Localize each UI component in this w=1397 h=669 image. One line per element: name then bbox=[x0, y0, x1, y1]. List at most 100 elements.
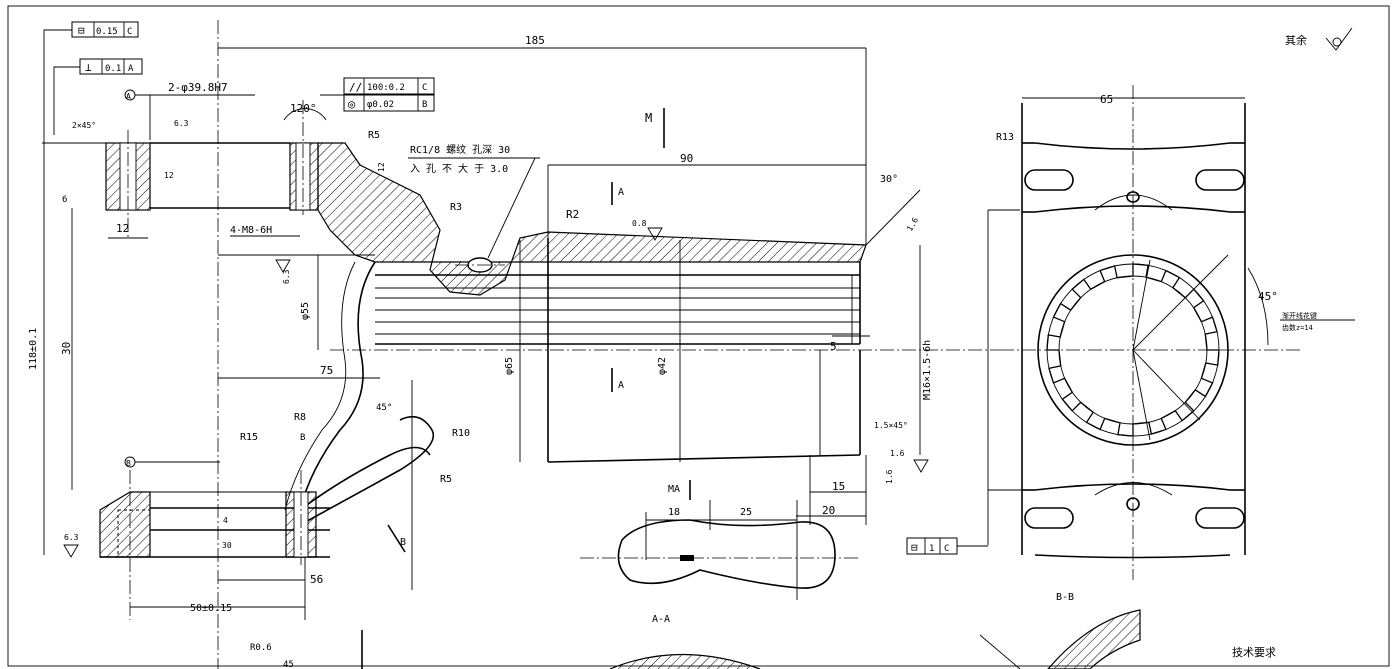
bottom-tolerance-frame: ⊟ 1 C bbox=[906, 537, 988, 555]
svg-text:R15: R15 bbox=[240, 432, 258, 443]
surface-finish-note: 其余 bbox=[1285, 27, 1353, 51]
svg-text:渐开线花键: 渐开线花键 bbox=[1282, 311, 1317, 320]
svg-text:6.3: 6.3 bbox=[174, 119, 189, 128]
svg-text:20: 20 bbox=[822, 504, 835, 517]
svg-text:R10: R10 bbox=[452, 428, 470, 439]
svg-text:100:0.2: 100:0.2 bbox=[367, 83, 405, 93]
section-ma: MA 18 25 bbox=[580, 480, 860, 600]
parallel-position-tolerance-frames: // 100:0.2 C ◎ φ0.02 B bbox=[320, 77, 435, 112]
svg-text:◎: ◎ bbox=[348, 97, 355, 111]
svg-text:30°: 30° bbox=[880, 174, 898, 185]
svg-text:18: 18 bbox=[668, 507, 680, 518]
svg-text:1.6: 1.6 bbox=[890, 449, 905, 458]
svg-text:φ65: φ65 bbox=[504, 357, 515, 375]
svg-text:1.6: 1.6 bbox=[885, 469, 894, 484]
lower-arm bbox=[299, 261, 376, 511]
svg-text:185: 185 bbox=[525, 34, 545, 47]
svg-text:6: 6 bbox=[62, 195, 67, 205]
technical-requirements: 技术要求 bbox=[1232, 646, 1276, 659]
svg-text:MA: MA bbox=[668, 484, 680, 495]
svg-text:2×45°: 2×45° bbox=[72, 121, 96, 130]
dimension-185: 185 bbox=[218, 34, 867, 245]
svg-text:15: 15 bbox=[832, 480, 845, 493]
svg-text:φ0.02: φ0.02 bbox=[367, 100, 394, 110]
svg-text:1.6: 1.6 bbox=[905, 216, 920, 233]
svg-text:90: 90 bbox=[680, 152, 693, 165]
section-a-bottom: A bbox=[618, 380, 624, 391]
svg-text:B: B bbox=[300, 433, 305, 443]
side-view: 65 R13 45° 渐开线花键 齿数z=14 bbox=[987, 85, 1355, 580]
svg-text:12: 12 bbox=[377, 162, 386, 172]
hole-callout: A 2-φ39.8H7 bbox=[124, 81, 255, 140]
svg-text:65: 65 bbox=[1100, 93, 1113, 106]
svg-text:12: 12 bbox=[116, 222, 129, 235]
svg-text:C: C bbox=[944, 544, 949, 554]
svg-text:φ42: φ42 bbox=[657, 357, 668, 375]
drawing-frame bbox=[7, 5, 1390, 667]
svg-text:56: 56 bbox=[310, 573, 323, 586]
spline-tooth-profile bbox=[1046, 263, 1220, 437]
svg-text:RC1/8 螺纹 孔深 30: RC1/8 螺纹 孔深 30 bbox=[410, 143, 510, 156]
svg-text:12: 12 bbox=[164, 171, 174, 180]
svg-text:50±0.15: 50±0.15 bbox=[190, 603, 232, 614]
svg-text:0.15: 0.15 bbox=[96, 27, 118, 37]
bottom-base: 4 30 B 6.3 bbox=[63, 456, 330, 620]
svg-text:B: B bbox=[422, 100, 427, 110]
svg-text:30: 30 bbox=[222, 541, 232, 550]
svg-text:1: 1 bbox=[929, 544, 934, 554]
dimension-90: 90 bbox=[547, 152, 866, 240]
svg-text:A: A bbox=[128, 64, 134, 74]
rc-note: RC1/8 螺纹 孔深 30 入 孔 不 大 于 3.0 bbox=[408, 143, 540, 273]
svg-text:R5: R5 bbox=[368, 130, 380, 141]
section-a-top: A bbox=[618, 187, 624, 198]
svg-text:5: 5 bbox=[830, 340, 837, 353]
svg-text:2-φ39.8H7: 2-φ39.8H7 bbox=[168, 81, 228, 94]
section-bb-label: B-B bbox=[1056, 592, 1074, 603]
spline-shaft: 5 bbox=[375, 238, 870, 463]
svg-text:4: 4 bbox=[223, 516, 228, 525]
svg-text:R8: R8 bbox=[294, 412, 306, 423]
svg-text:0.8: 0.8 bbox=[632, 219, 647, 228]
svg-text:4-M8-6H: 4-M8-6H bbox=[230, 225, 272, 236]
svg-text:30: 30 bbox=[60, 342, 73, 355]
svg-text://: // bbox=[349, 81, 362, 94]
svg-text:118±0.1: 118±0.1 bbox=[28, 328, 39, 370]
svg-text:45°: 45° bbox=[376, 403, 392, 413]
svg-text:⊟: ⊟ bbox=[78, 24, 85, 37]
svg-text:120°: 120° bbox=[290, 102, 317, 115]
svg-text:C: C bbox=[422, 83, 427, 93]
svg-text:其余: 其余 bbox=[1285, 33, 1307, 47]
svg-text:C: C bbox=[127, 27, 132, 37]
svg-text:R13: R13 bbox=[996, 132, 1014, 143]
svg-text:R0.6: R0.6 bbox=[250, 643, 272, 653]
svg-text:⊟: ⊟ bbox=[911, 541, 918, 554]
svg-text:25: 25 bbox=[740, 507, 752, 518]
svg-text:⊥: ⊥ bbox=[85, 61, 92, 74]
svg-text:B: B bbox=[400, 537, 406, 548]
arm-section-hatch bbox=[317, 142, 867, 296]
perpendicularity-tolerance-frame: ⊥ 0.1 A bbox=[53, 58, 143, 135]
svg-text:75: 75 bbox=[320, 364, 333, 377]
svg-text:45°: 45° bbox=[1258, 290, 1278, 303]
svg-text:R3: R3 bbox=[450, 202, 462, 213]
svg-text:6.3: 6.3 bbox=[282, 269, 291, 284]
svg-text:入 孔 不 大 于 3.0: 入 孔 不 大 于 3.0 bbox=[410, 162, 508, 175]
svg-text:A: A bbox=[126, 92, 131, 101]
svg-text:6.3: 6.3 bbox=[64, 533, 79, 542]
svg-text:φ55: φ55 bbox=[300, 302, 311, 320]
left-boss: 2×45° 6.3 12 12 6 bbox=[42, 119, 290, 240]
spline-teeth bbox=[1046, 263, 1220, 437]
svg-text:齿数z=14: 齿数z=14 bbox=[1282, 323, 1313, 332]
svg-text:R5: R5 bbox=[440, 474, 452, 485]
threaded-hole-region: 120° 4-M8-6H bbox=[230, 100, 327, 237]
svg-text:1.5×45°: 1.5×45° bbox=[874, 421, 908, 430]
section-m-label: M bbox=[645, 111, 652, 125]
section-aa-label: A-A bbox=[652, 614, 670, 625]
svg-text:B: B bbox=[126, 459, 131, 468]
flatness-tolerance-frame: ⊟ 0.15 C bbox=[43, 21, 139, 135]
svg-text:R2: R2 bbox=[566, 208, 579, 221]
svg-text:0.1: 0.1 bbox=[105, 64, 121, 74]
svg-text:M16×1.5-6h: M16×1.5-6h bbox=[922, 340, 933, 400]
svg-text:45: 45 bbox=[283, 660, 294, 669]
